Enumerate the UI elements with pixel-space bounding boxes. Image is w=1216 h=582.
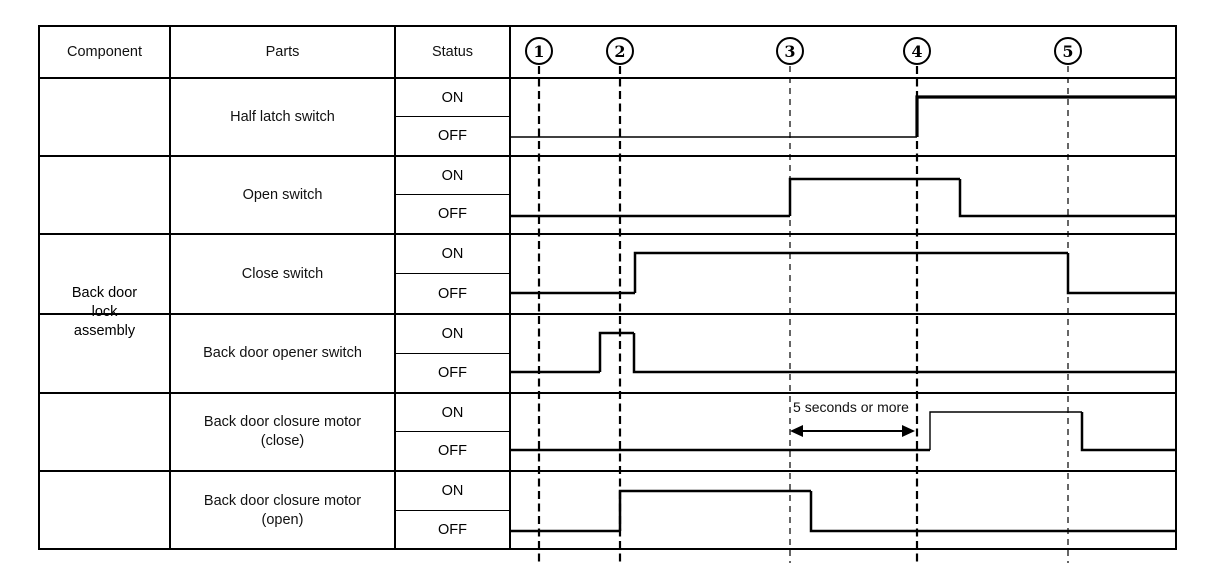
step-marker-3-label: 3 (784, 41, 796, 61)
table-row-closure-motor-close: Back door closure motor (close) ON OFF (40, 392, 1175, 470)
part-cell: Half latch switch (171, 79, 394, 155)
grid-line-component-parts (169, 27, 171, 548)
step-marker-1: 1 (525, 37, 553, 65)
status-cell: ON OFF (396, 235, 509, 313)
component-cell: Back door lock assembly (40, 77, 169, 548)
part-cell: Open switch (171, 157, 394, 233)
header-parts: Parts (265, 44, 300, 60)
part-label: Back door closure motor (open) (203, 492, 362, 528)
header-status: Status (431, 44, 474, 60)
table-row-back-door-opener-switch: Back door opener switch ON OFF (40, 313, 1175, 392)
table-row-half-latch-switch: Half latch switch ON OFF (40, 77, 1175, 155)
step-marker-4: 4 (903, 37, 931, 65)
table-row-closure-motor-open: Back door closure motor (open) ON OFF (40, 470, 1175, 549)
status-on-label: ON (396, 157, 509, 195)
status-on-label: ON (396, 394, 509, 432)
part-cell: Close switch (171, 235, 394, 313)
grid-line-status-timing (509, 27, 511, 548)
component-label: Back door lock assembly (71, 285, 138, 339)
step-marker-1-label: 1 (533, 41, 545, 61)
part-cell: Back door closure motor (open) (171, 472, 394, 549)
status-on-label: ON (396, 79, 509, 117)
status-off-label: OFF (438, 128, 467, 144)
step-marker-4-label: 4 (911, 41, 923, 61)
part-label: Open switch (242, 186, 323, 203)
duration-annotation: 5 seconds or more (793, 399, 909, 415)
status-on-label: ON (396, 472, 509, 511)
status-off-label: OFF (438, 521, 467, 538)
table-row-close-switch: Close switch ON OFF (40, 233, 1175, 313)
step-marker-5-label: 5 (1062, 41, 1074, 61)
part-cell: Back door closure motor (close) (171, 394, 394, 470)
table-row-open-switch: Open switch ON OFF (40, 155, 1175, 233)
part-label: Half latch switch (230, 108, 335, 125)
status-cell: ON OFF (396, 394, 509, 470)
status-off-label: OFF (438, 364, 467, 381)
step-marker-2: 2 (606, 37, 634, 65)
part-cell: Back door opener switch (171, 315, 394, 392)
part-label: Close switch (241, 265, 324, 282)
step-marker-5: 5 (1054, 37, 1082, 65)
status-cell: ON OFF (396, 157, 509, 233)
status-cell: ON OFF (396, 472, 509, 549)
status-cell: ON OFF (396, 79, 509, 155)
status-on-label: ON (396, 315, 509, 354)
status-off-label: OFF (438, 285, 467, 302)
status-off-label: OFF (438, 443, 467, 459)
header-component: Component (67, 44, 142, 60)
part-label: Back door closure motor (close) (203, 414, 362, 449)
signal-table: Component Parts Status Back door lock as… (38, 25, 1177, 550)
grid-line-parts-status (394, 27, 396, 548)
status-off-label: OFF (438, 206, 467, 222)
status-on-label: ON (396, 235, 509, 274)
step-marker-2-label: 2 (614, 41, 626, 61)
status-cell: ON OFF (396, 315, 509, 392)
step-marker-3: 3 (776, 37, 804, 65)
part-label: Back door opener switch (203, 345, 362, 361)
